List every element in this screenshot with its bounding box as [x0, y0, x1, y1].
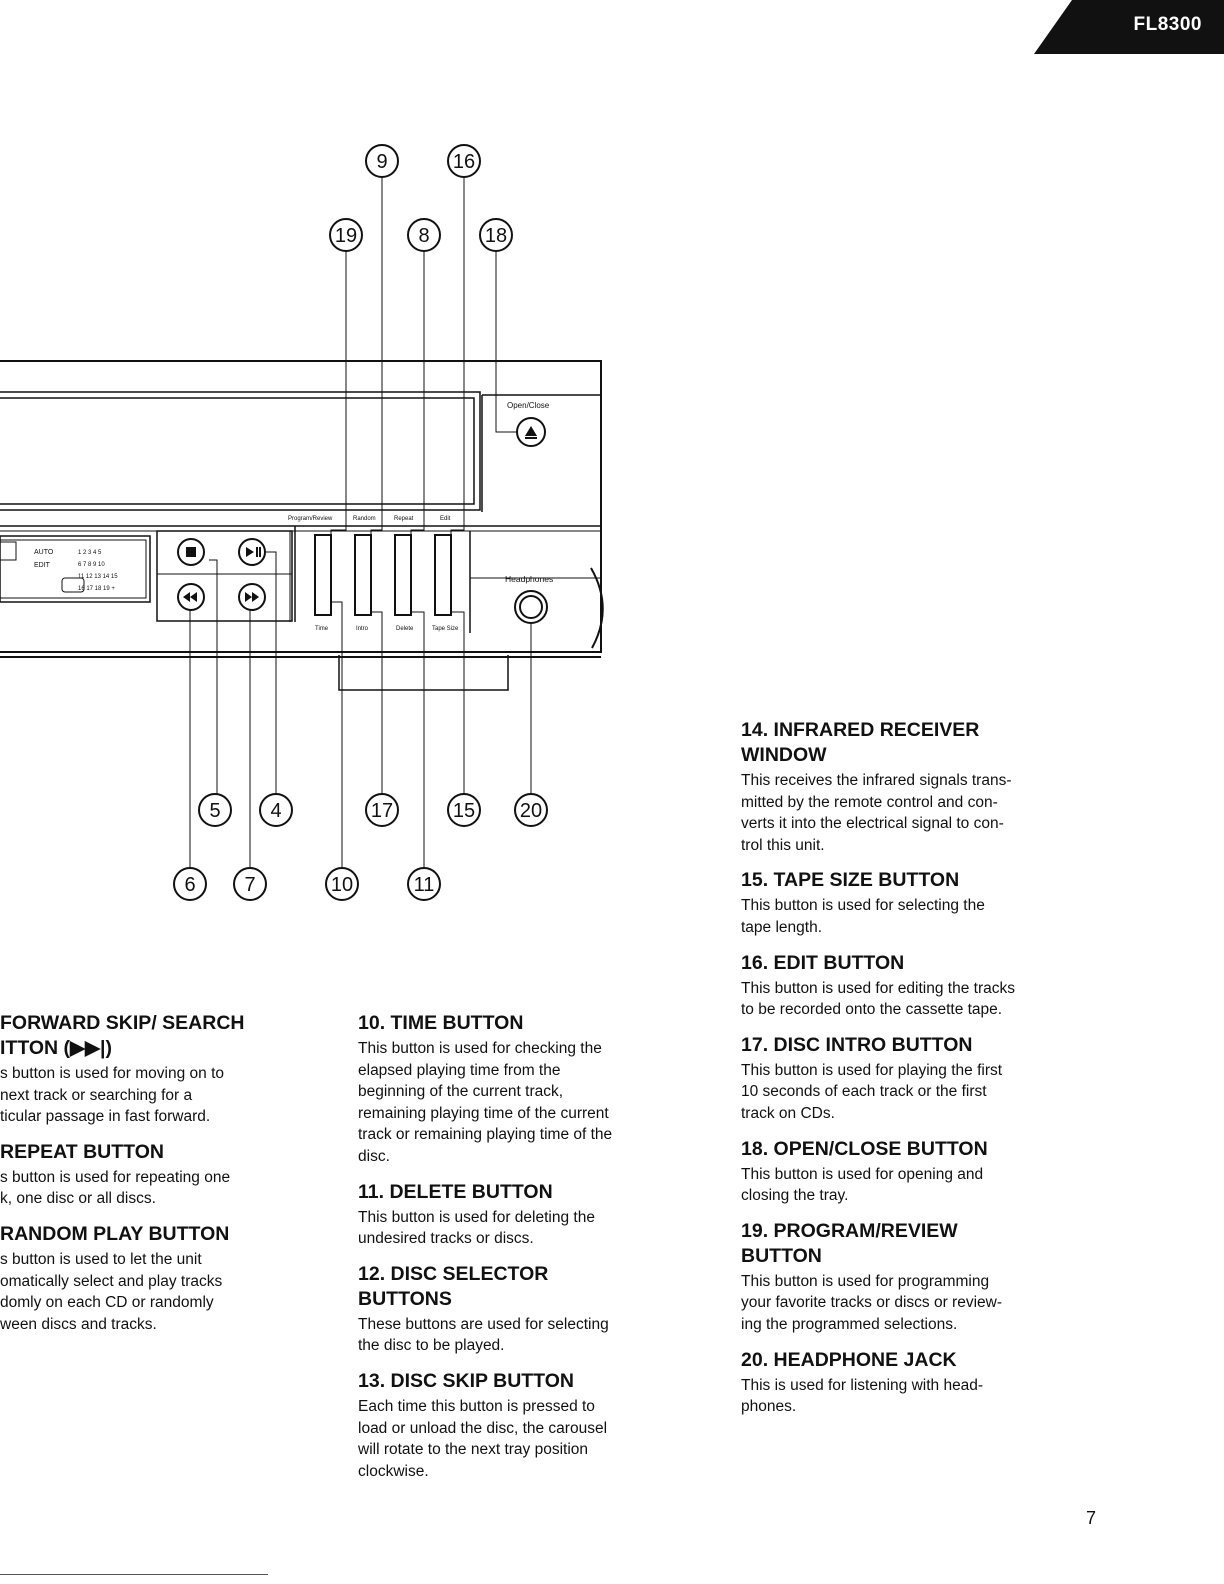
edit-mode-label: EDIT [34, 562, 51, 569]
callout-20: 20 [520, 800, 542, 822]
callout-8: 8 [418, 225, 429, 247]
section-disc-skip: 13. DISC SKIP BUTTON Each time this butt… [358, 1369, 678, 1482]
section-body: This button is used for programming your… [741, 1272, 1002, 1333]
callout-6: 6 [184, 874, 195, 896]
section-title: REPEAT BUTTON [0, 1140, 164, 1163]
section-title: 20. HEADPHONE JACK [741, 1348, 957, 1371]
section-edit-button: 16. EDIT BUTTON This button is used for … [741, 951, 1061, 1021]
section-body: Each time this button is pressed to load… [358, 1397, 608, 1480]
section-body: This button is used for playing the firs… [741, 1061, 1003, 1122]
section-title: 15. TAPE SIZE BUTTON [741, 869, 960, 892]
section-body: s button is used for repeating one k, on… [0, 1168, 231, 1208]
section-body: s button is used to let the unit omatica… [0, 1250, 223, 1333]
section-repeat: REPEAT BUTTON s button is used for repea… [0, 1140, 300, 1210]
section-time-button: 10. TIME BUTTON This button is used for … [358, 1011, 678, 1168]
section-body: This receives the infrared signals trans… [741, 772, 1012, 854]
section-body: This button is used for checking the ela… [358, 1040, 613, 1165]
section-forward-skip: FORWARD SKIP/ SEARCH ITTON (▶▶|) s butto… [0, 1011, 300, 1128]
intro-label: Intro [356, 626, 369, 632]
track-row-3: 11 12 13 14 15 [78, 574, 118, 580]
section-open-close: 18. OPEN/CLOSE BUTTON This button is use… [741, 1137, 1061, 1207]
track-row-1: 1 2 3 4 5 [78, 550, 102, 556]
callout-19: 19 [335, 225, 357, 247]
track-row-2: 6 7 8 9 10 [78, 562, 105, 568]
section-title: 12. DISC SELECTOR BUTTONS [358, 1262, 549, 1310]
auto-label: AUTO [34, 549, 54, 556]
section-title: 19. PROGRAM/REVIEW BUTTON [741, 1219, 958, 1267]
open-close-label: Open/Close [507, 401, 550, 410]
section-title: RANDOM PLAY BUTTON [0, 1222, 230, 1245]
section-body: s button is used for moving on to next t… [0, 1065, 225, 1126]
section-title: 10. TIME BUTTON [358, 1012, 524, 1034]
section-body: This button is used for editing the trac… [741, 979, 1015, 1019]
callout-15: 15 [453, 800, 475, 822]
section-headphone-jack: 20. HEADPHONE JACK This is used for list… [741, 1348, 1061, 1418]
section-title: 16. EDIT BUTTON [741, 951, 905, 974]
section-disc-selector: 12. DISC SELECTOR BUTTONS These buttons … [358, 1262, 678, 1357]
tape-size-label: Tape Size [432, 626, 459, 632]
section-body: This button is used for selecting the ta… [741, 897, 985, 936]
callout-17: 17 [371, 800, 393, 822]
right-column: 14. INFRARED RECEIVER WINDOW This receiv… [741, 718, 1061, 1430]
callout-5: 5 [209, 800, 220, 822]
callout-7: 7 [244, 874, 255, 896]
callout-10: 10 [331, 874, 353, 896]
track-row-4: 16 17 18 19 + [78, 586, 115, 592]
front-panel-diagram: 9 16 19 8 18 5 4 17 15 20 6 7 10 11 Open… [0, 144, 604, 901]
callout-18: 18 [485, 225, 507, 247]
repeat-label: Repeat [394, 516, 414, 522]
section-title: 18. OPEN/CLOSE BUTTON [741, 1137, 988, 1160]
section-title: 11. DELETE BUTTON [358, 1180, 553, 1203]
random-label: Random [353, 516, 376, 522]
delete-label: Delete [396, 626, 414, 632]
section-body: This is used for listening with head- ph… [741, 1376, 984, 1416]
section-body: These buttons are used for selecting the… [358, 1315, 609, 1355]
section-tape-size: 15. TAPE SIZE BUTTON This button is used… [741, 868, 1061, 938]
footer-rule [0, 1574, 268, 1575]
section-title: 17. DISC INTRO BUTTON [741, 1033, 973, 1056]
section-delete-button: 11. DELETE BUTTON This button is used fo… [358, 1180, 678, 1250]
time-label: Time [315, 626, 329, 632]
section-title: 14. INFRARED RECEIVER WINDOW [741, 719, 980, 766]
middle-column: 10. TIME BUTTON This button is used for … [358, 1011, 678, 1494]
section-infrared-receiver: 14. INFRARED RECEIVER WINDOW This receiv… [741, 718, 1061, 856]
section-disc-intro: 17. DISC INTRO BUTTON This button is use… [741, 1033, 1061, 1125]
page-number: 7 [1085, 1508, 1096, 1528]
left-column: FORWARD SKIP/ SEARCH ITTON (▶▶|) s butto… [0, 1011, 300, 1347]
section-body: This button is used for opening and clos… [741, 1165, 984, 1205]
program-review-label: Program/Review [288, 516, 333, 522]
section-body: This button is used for deleting the und… [358, 1208, 595, 1248]
edit-label: Edit [440, 516, 451, 522]
callout-16: 16 [453, 151, 475, 173]
headphones-label: Headphones [505, 574, 553, 584]
model-name: FL8300 [1133, 14, 1202, 35]
callout-9: 9 [376, 151, 387, 173]
callout-11: 11 [414, 874, 435, 896]
section-program-review: 19. PROGRAM/REVIEW BUTTON This button is… [741, 1219, 1061, 1336]
section-title: FORWARD SKIP/ SEARCH ITTON (▶▶|) [0, 1012, 245, 1059]
callout-4: 4 [270, 800, 281, 822]
section-random-play: RANDOM PLAY BUTTON s button is used to l… [0, 1222, 300, 1335]
section-title: 13. DISC SKIP BUTTON [358, 1369, 574, 1392]
